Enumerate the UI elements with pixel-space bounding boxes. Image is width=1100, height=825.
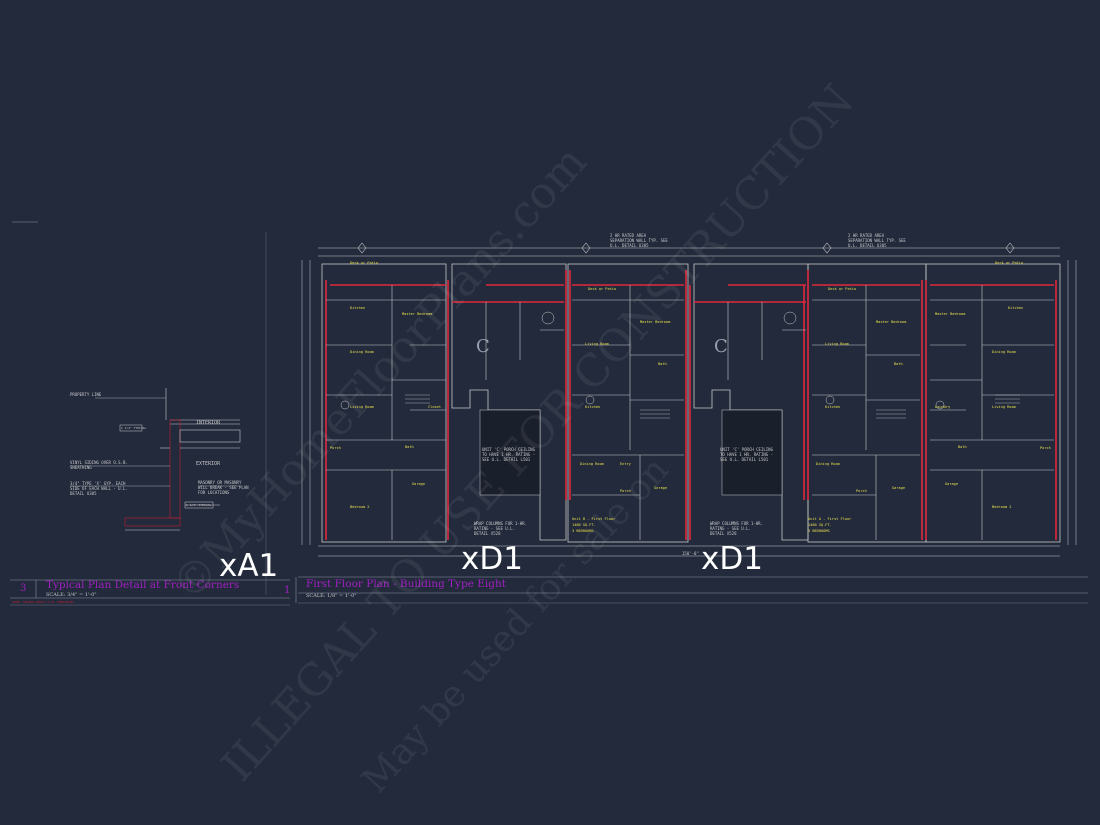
detail-title: Typical Plan Detail at Front Corners [46, 579, 240, 591]
note-porch-left: UNIT 'C' PORCH CEILING TO HAVE 1 HR. RAT… [482, 447, 535, 462]
room-kitchen-3: Kitchen [585, 405, 601, 409]
room-dining-3: Dining Room [580, 462, 604, 466]
room-dining-1: Dining Room [350, 350, 374, 354]
note-porch-right: UNIT 'C' PORCH CEILING TO HAVE 1 HR. RAT… [720, 447, 773, 462]
room-laundry-6: Laundry [935, 405, 951, 409]
room-kitchen-5: Kitchen [825, 405, 841, 409]
dim-bottom-label: 1 1/2" TYPICAL [186, 503, 212, 507]
room-garage-6: Garage [945, 482, 958, 486]
note-rated-area-right: 2 HR RATED AREA SEPARATION WALL TYP. SEE… [848, 233, 906, 248]
unit-a-beds: 3 BEDROOMS [808, 529, 830, 533]
room-deck-1: Deck or Patio [350, 261, 379, 265]
room-bath-5: Bath [894, 362, 903, 366]
detail-number: 3 [20, 583, 27, 594]
sheet-label-xd1-right: xD1 [701, 541, 763, 577]
room-master-1: Master Bedroom [402, 312, 433, 316]
note-property-line: PROPERTY LINE [70, 392, 102, 397]
unit-a-sqft: 1480 SQ.FT. [808, 523, 832, 527]
floor-plan [301, 242, 1077, 557]
detail-scale: SCALE: 3/4" = 1'-0" [46, 592, 97, 598]
room-living-1: Living Room [350, 405, 374, 409]
plan-title: First Floor Plan - Building Type Eight [306, 578, 506, 590]
note-column-right: WRAP COLUMNS FOR 1-HR. RATING - SEE U.L.… [710, 521, 763, 536]
room-living-6: Living Room [992, 405, 1016, 409]
room-entry-3: Entry [620, 462, 631, 466]
corner-detail [70, 388, 241, 531]
room-bedroom2-6: Bedroom 2 [992, 505, 1012, 509]
note-exterior: EXTERIOR [196, 461, 221, 467]
room-master-5: Master Bedroom [876, 320, 907, 324]
room-kitchen-1: Kitchen [350, 306, 366, 310]
room-kitchen-6: Kitchen [1008, 306, 1024, 310]
overall-dimension: 150'-0" [682, 551, 699, 556]
room-bath-6: Bath [958, 445, 967, 449]
room-deck-5: Deck or Patio [828, 287, 857, 291]
room-bath-1: Bath [405, 445, 414, 449]
room-porch-5: Porch [856, 489, 867, 493]
room-deck-6: Deck or Patio [995, 261, 1024, 265]
room-closet-1: Closet [428, 405, 441, 409]
note-corner-trim: 3/4" TYPE 'X' GYP. EACH SIDE OF EACH WAL… [70, 481, 128, 496]
room-living-3: Living Room [585, 342, 609, 346]
room-dining-5: Dining Room [816, 462, 840, 466]
room-master-3: Master Bedroom [640, 320, 671, 324]
room-garage-5: Garage [892, 486, 905, 490]
room-bath-3: Bath [658, 362, 667, 366]
note-vinyl-siding: VINYL SIDING OVER O.S.B. SHEATHING [70, 460, 128, 470]
room-garage-1: Garage [412, 482, 425, 486]
unit-a-label: Unit A - First Floor [808, 517, 852, 521]
note-interior: INTERIOR [196, 420, 221, 426]
unit-b-sqft: 1480 SQ.FT. [572, 523, 596, 527]
room-master-6: Master Bedroom [935, 312, 966, 316]
room-porch-1: Porch [330, 446, 341, 450]
plan-scale: SCALE: 1/8" = 1'-0" [306, 593, 357, 599]
dim-top-label: 1 1/2" TYPICAL [121, 426, 147, 430]
plan-number: 1 [284, 585, 291, 596]
note-column-left: WRAP COLUMNS FOR 1-HR. RATING - SEE U.L.… [474, 521, 527, 536]
dim-box-bottom [184, 501, 214, 509]
room-dining-6: Dining Room [992, 350, 1016, 354]
unit-b-label: Unit B - First Floor [572, 517, 616, 521]
unit-b-beds: 3 BEDROOMS [572, 529, 594, 533]
room-bedroom2-1: Bedroom 2 [350, 505, 370, 509]
sheet-label-xd1-left: xD1 [461, 541, 523, 577]
room-living-5: Living Room [825, 342, 849, 346]
unit-c-left: C [476, 336, 490, 357]
detail-note-red: VINYL SIDING OVER O.S.B. SHEATHING [12, 600, 74, 604]
room-porch-6: Porch [1040, 446, 1051, 450]
unit-c-right: C [714, 336, 728, 357]
room-deck-3: Deck or Patio [588, 287, 617, 291]
room-garage-3: Garage [654, 486, 667, 490]
dim-box-top [119, 424, 143, 432]
note-rated-area-left: 2 HR RATED AREA SEPARATION WALL TYP. SEE… [610, 233, 668, 248]
room-porch-3: Porch [620, 489, 631, 493]
note-masonry: MASONRY OR MASONRY WILL BREAK - SEE PLAN… [198, 480, 249, 495]
sheet-label-xa1: xA1 [219, 548, 279, 584]
